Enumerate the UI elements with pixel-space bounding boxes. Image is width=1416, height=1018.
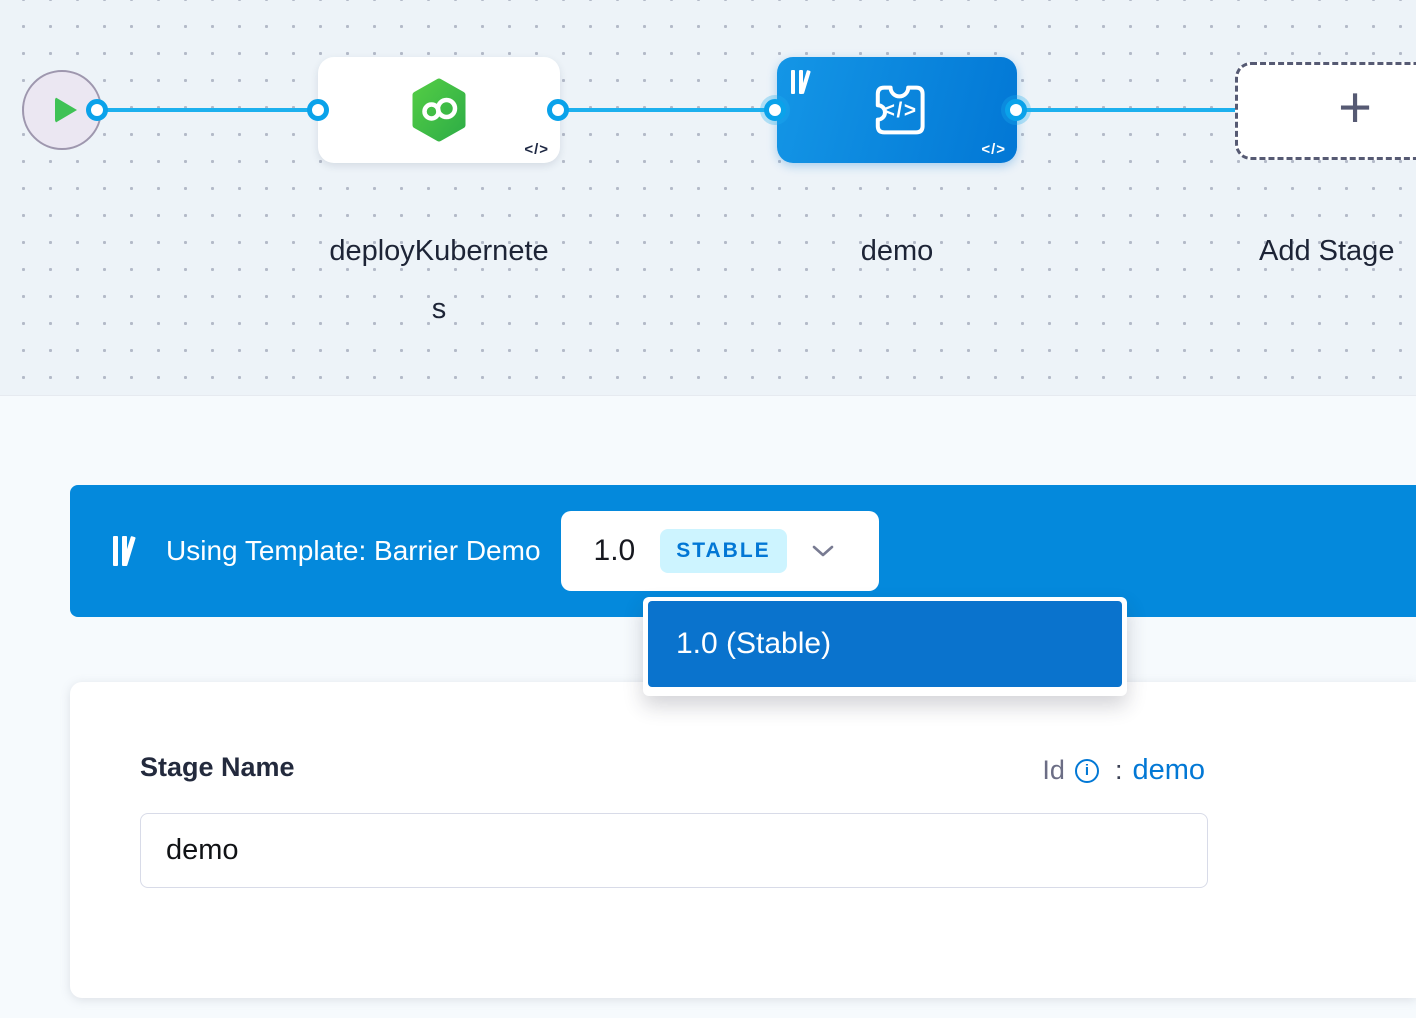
id-label: Id xyxy=(1042,755,1065,785)
custom-stage-icon: </> xyxy=(875,85,925,135)
stage-label-demo: demo xyxy=(860,235,934,267)
plus-icon: + xyxy=(1338,75,1372,140)
info-icon-glyph: i xyxy=(1084,762,1090,779)
node-port[interactable] xyxy=(1005,99,1027,121)
stage-overview-panel: Stage Name Id i : demo xyxy=(70,682,1416,998)
node-port[interactable] xyxy=(764,99,786,121)
stage-name-input[interactable] xyxy=(140,813,1208,888)
node-port[interactable] xyxy=(547,99,569,121)
stage-config-section: Using Template: Barrier Demo 1.0 STABLE … xyxy=(0,396,1416,1018)
template-library-icon xyxy=(113,536,136,567)
version-option-stable[interactable]: 1.0 (Stable) xyxy=(648,601,1122,687)
stage-label-deploykubernetes: deployKubernetes xyxy=(329,235,549,325)
node-port[interactable] xyxy=(307,99,329,121)
version-number: 1.0 xyxy=(593,534,636,567)
id-colon: : xyxy=(1114,755,1123,785)
template-banner: Using Template: Barrier Demo 1.0 STABLE xyxy=(70,485,1416,617)
stage-id-row: Id i : demo xyxy=(1042,754,1205,787)
deployment-hexagon-infinity-icon xyxy=(412,78,466,142)
chevron-down-icon xyxy=(812,545,833,557)
node-port[interactable] xyxy=(86,99,108,121)
svg-text:</>: </> xyxy=(883,99,918,122)
stage-id-value: demo xyxy=(1132,754,1205,786)
add-stage-label: Add Stage xyxy=(1259,235,1395,267)
stage-node-deploykubernetes[interactable]: </> xyxy=(318,57,560,163)
template-version-selector[interactable]: 1.0 STABLE xyxy=(560,511,879,591)
code-icon[interactable]: </> xyxy=(524,141,549,158)
stable-badge: STABLE xyxy=(660,529,787,573)
pipeline-edge xyxy=(97,108,318,112)
info-icon[interactable]: i xyxy=(1074,758,1099,783)
template-library-icon xyxy=(791,70,811,95)
play-icon xyxy=(54,97,77,123)
stage-name-label: Stage Name xyxy=(140,752,295,782)
pipeline-canvas: </> </> </> + deployKubernetes demo Add … xyxy=(0,0,1416,396)
template-banner-text: Using Template: Barrier Demo xyxy=(166,535,541,566)
add-stage-button[interactable]: + xyxy=(1235,62,1416,160)
stage-node-demo[interactable]: </> </> xyxy=(777,57,1017,163)
version-dropdown-menu: 1.0 (Stable) xyxy=(643,597,1127,696)
code-icon[interactable]: </> xyxy=(981,141,1006,158)
pipeline-edge xyxy=(558,108,775,112)
pipeline-edge xyxy=(1016,108,1237,112)
